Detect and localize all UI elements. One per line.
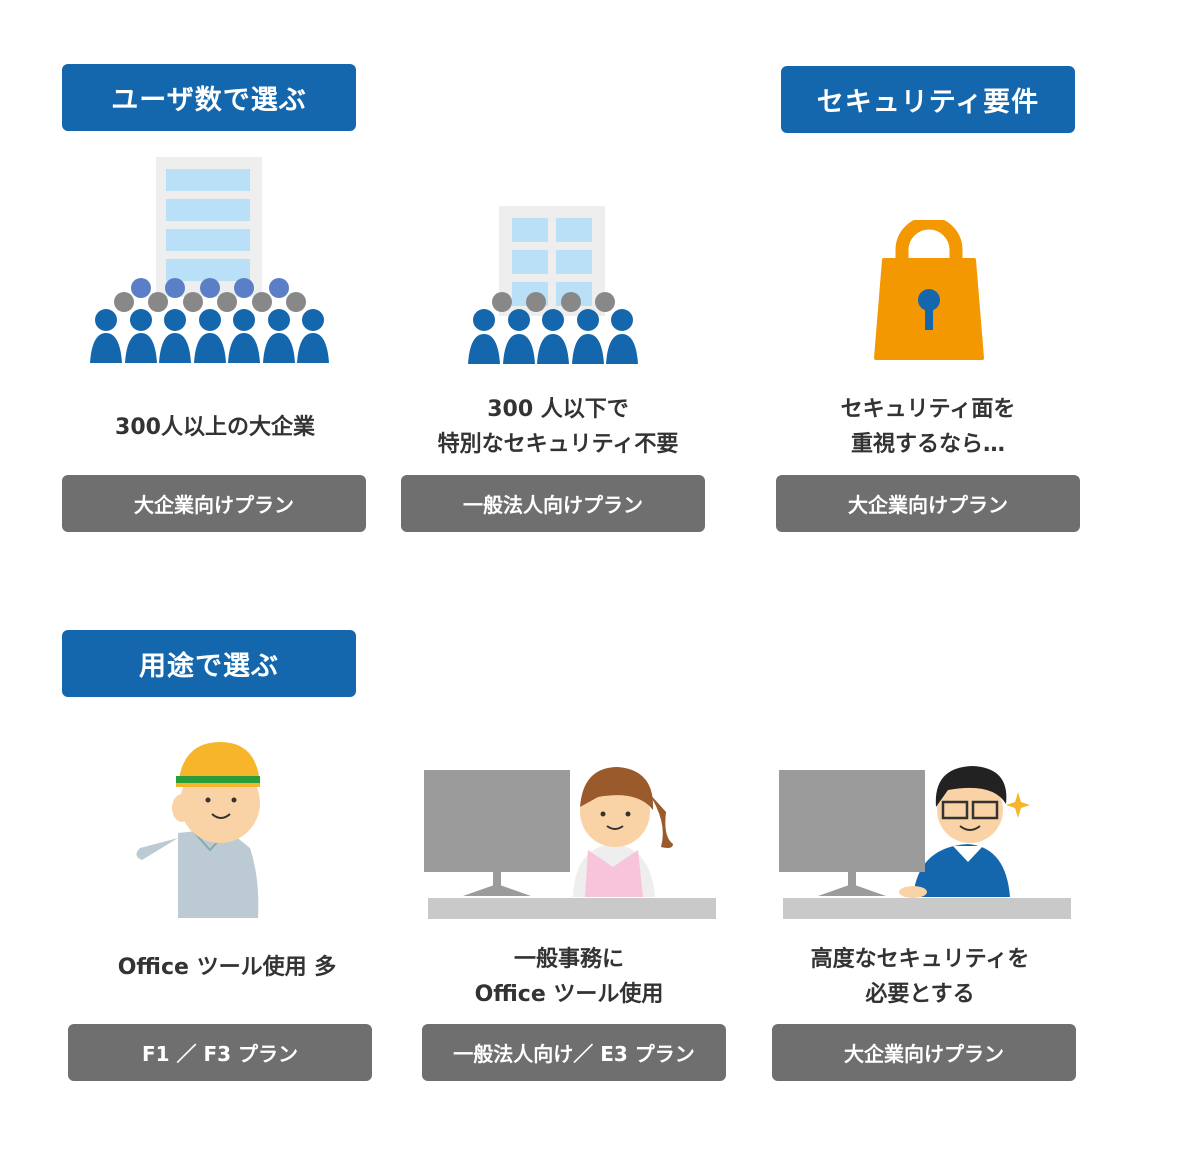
caption-line: 300人以上の大企業: [115, 415, 315, 440]
caption-line: セキュリティ面を: [840, 397, 1016, 422]
caption-line: 高度なセキュリティを: [810, 947, 1030, 972]
small-office-crowd-icon: [468, 206, 638, 364]
field-worker-icon: [136, 742, 260, 918]
general-business-plan-button[interactable]: 一般法人向けプラン: [401, 475, 705, 532]
large-enterprise-plan-button[interactable]: 大企業向けプラン: [776, 475, 1080, 532]
engineer-icon: [779, 766, 1071, 919]
caption-line: Office ツール使用: [474, 982, 664, 1007]
card-caption: 300 人以下で特別なセキュリティ不要: [388, 392, 728, 462]
caption-line: 必要とする: [865, 982, 975, 1007]
card-caption: 高度なセキュリティを必要とする: [750, 942, 1090, 1012]
section-header-users: ユーザ数で選ぶ: [62, 64, 356, 131]
padlock-icon: [874, 220, 984, 360]
caption-line: 300 人以下で: [487, 397, 629, 422]
card-caption: セキュリティ面を重視するなら…: [758, 392, 1098, 462]
card-caption: Office ツール使用 多: [57, 950, 397, 985]
card-caption: 一般事務に Office ツール使用: [399, 942, 739, 1012]
large-enterprise-plan-button[interactable]: 大企業向けプラン: [772, 1024, 1076, 1081]
caption-line: 一般事務に: [513, 947, 624, 972]
general-e3-plan-button[interactable]: 一般法人向け／ E3 プラン: [422, 1024, 726, 1081]
caption-line: 重視するなら…: [850, 432, 1005, 457]
large-enterprise-plan-button[interactable]: 大企業向けプラン: [62, 475, 366, 532]
office-clerk-icon: [424, 767, 716, 919]
caption-line: 特別なセキュリティ不要: [437, 432, 679, 457]
f1-f3-plan-button[interactable]: F1 ／ F3 プラン: [68, 1024, 372, 1081]
caption-line: Office ツール使用 多: [117, 955, 337, 980]
section-header-usage: 用途で選ぶ: [62, 630, 356, 697]
large-office-crowd-icon: [90, 157, 329, 363]
section-header-security: セキュリティ要件: [781, 66, 1075, 133]
card-caption: 300人以上の大企業: [45, 410, 385, 445]
